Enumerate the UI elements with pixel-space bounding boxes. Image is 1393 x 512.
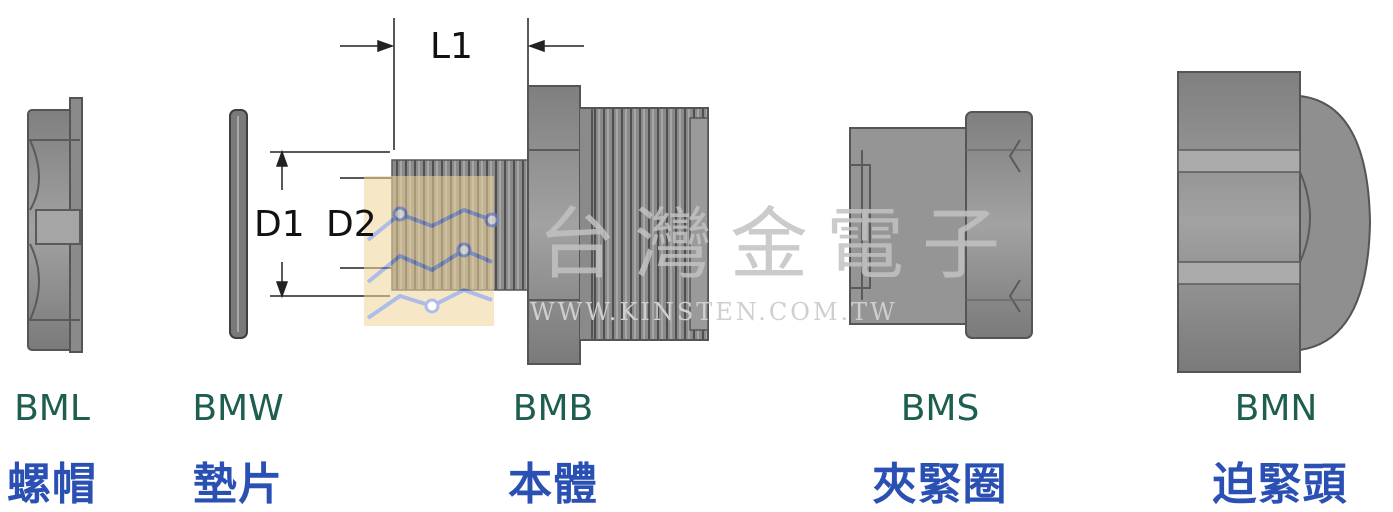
exploded-view-diagram (27, 18, 1372, 373)
watermark-brand-text: 台灣金電子 (538, 200, 1019, 290)
bml-nut-part (27, 97, 83, 353)
part-name-bmb: 本體 (508, 459, 598, 510)
dimension-label-d1: D1 (254, 204, 305, 245)
watermark-logo (364, 176, 500, 326)
part-code-bmw: BMW (192, 388, 284, 429)
part-name-bms: 夾緊圈 (872, 459, 1008, 510)
bmw-washer-part (229, 109, 248, 339)
watermark-url-text: WWW.KINSTEN.COM.TW (530, 298, 898, 326)
part-code-bms: BMS (900, 388, 980, 429)
bmn-compression-head-part (1177, 71, 1372, 373)
part-code-bmb: BMB (512, 388, 594, 429)
part-name-bmw: 墊片 (193, 459, 283, 510)
dimension-lines (270, 18, 584, 299)
bms-clamp-ring-part (849, 111, 1033, 339)
part-code-bmn: BMN (1234, 388, 1318, 429)
dimension-label-d2: D2 (326, 204, 377, 245)
part-name-bml: 螺帽 (7, 459, 97, 510)
part-name-bmn: 迫緊頭 (1212, 459, 1348, 510)
dimension-label-l1: L1 (430, 26, 473, 67)
part-code-bml: BML (14, 388, 90, 429)
